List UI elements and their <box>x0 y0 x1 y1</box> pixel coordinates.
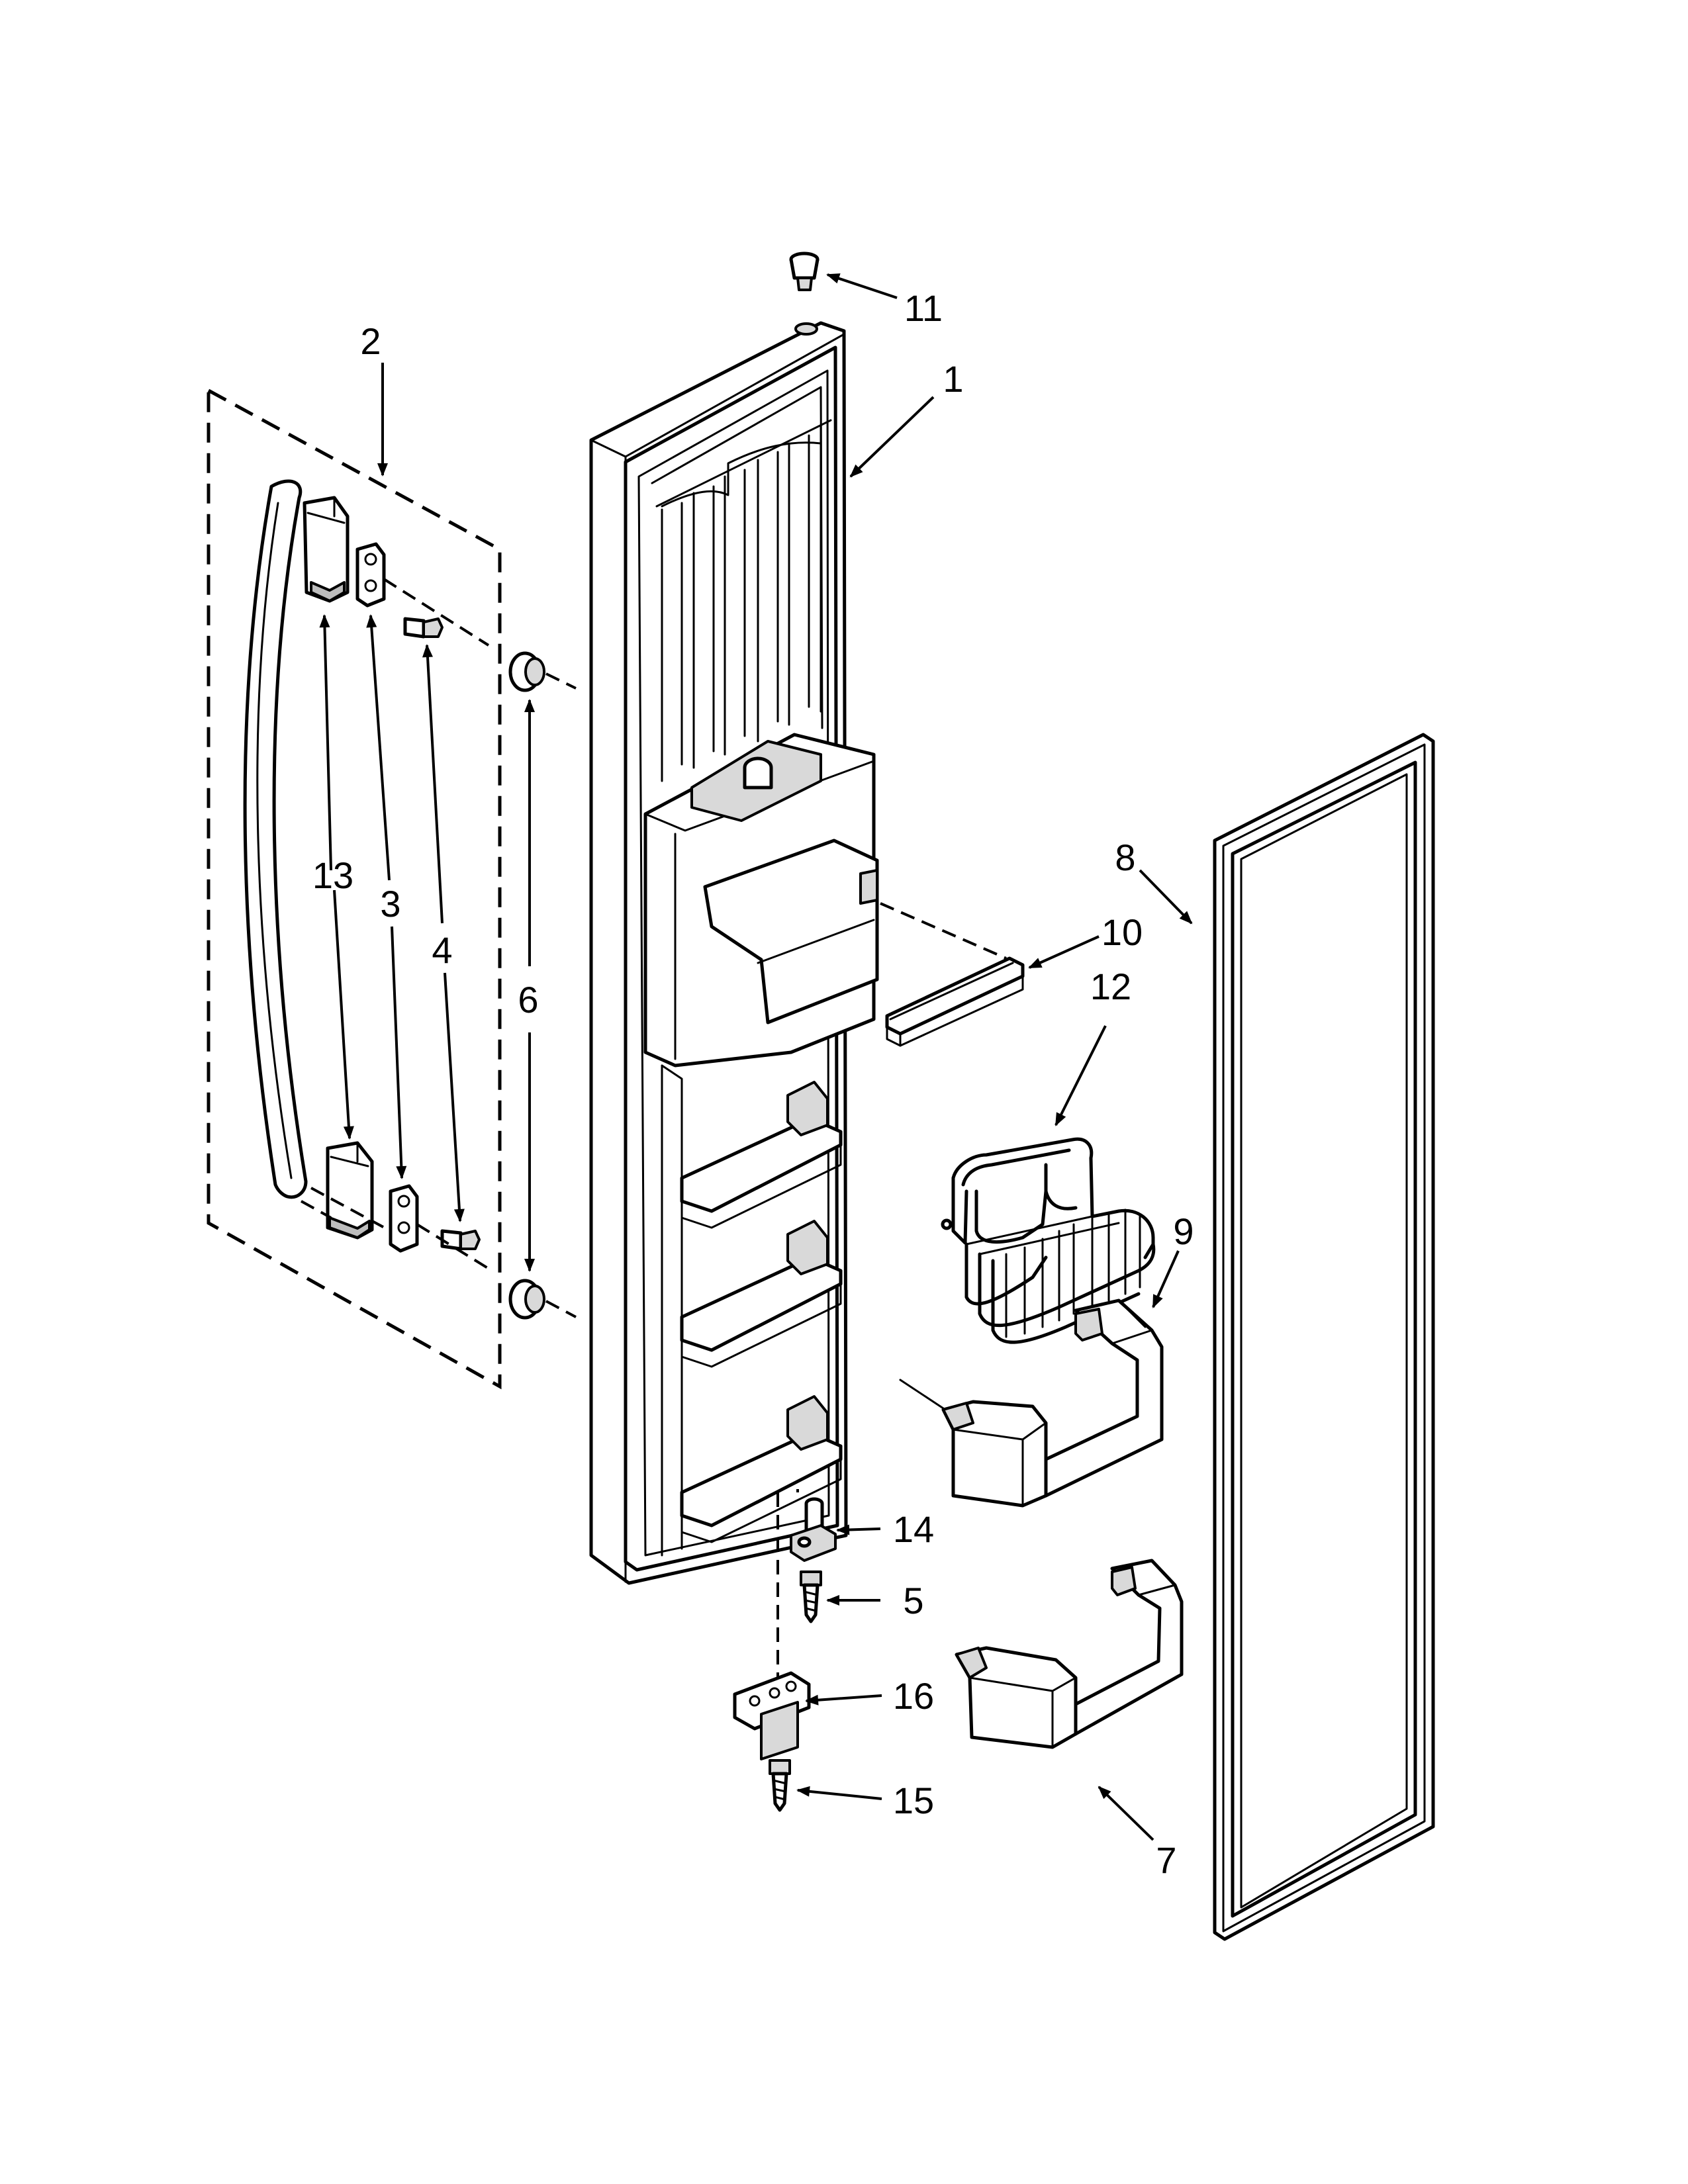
callout-3: 3 <box>380 883 400 925</box>
handle-end-cap-upper <box>303 496 350 603</box>
handle-clip-lower <box>389 1184 419 1253</box>
hinge-pin-part-14 <box>790 1497 837 1562</box>
hinge-bracket-part-16 <box>733 1671 811 1760</box>
door-bin-part-9 <box>899 1298 1164 1508</box>
leader-3a <box>366 614 391 881</box>
hinge-screw-part-15 <box>769 1759 791 1812</box>
callout-9: 9 <box>1173 1210 1194 1252</box>
door-plug-part-11 <box>789 251 820 336</box>
handle-screw-upper <box>403 617 444 639</box>
handle-end-cap-lower <box>326 1141 374 1240</box>
leader-11 <box>826 273 898 299</box>
door-handle-part-13 <box>243 479 308 1199</box>
door-gasket-part-8 <box>1213 733 1435 1941</box>
callout-13: 13 <box>312 854 353 896</box>
callout-6: 6 <box>518 979 538 1021</box>
leader-16 <box>805 1694 882 1706</box>
leader-13b <box>333 889 354 1140</box>
wire-basket-part-12 <box>941 1137 1156 1344</box>
callout-11: 11 <box>904 287 943 329</box>
leader-14 <box>836 1524 881 1535</box>
handle-assembly-dashed-boundary <box>207 387 502 1390</box>
hinge-cap-upper <box>508 651 577 692</box>
callout-2: 2 <box>360 320 381 362</box>
callout-14: 14 <box>893 1508 934 1550</box>
leader-7 <box>1098 1786 1154 1841</box>
leader-13 <box>319 614 332 871</box>
trim-strip-part-10 <box>880 902 1025 1047</box>
refrigerator-door-part-1 <box>589 321 879 1585</box>
hinge-cap-lower <box>508 1279 577 1320</box>
leader-9 <box>1152 1250 1180 1308</box>
callout-15: 15 <box>893 1780 934 1821</box>
leader-4b <box>444 972 465 1222</box>
handle-assembly-group <box>207 387 502 1390</box>
callout-10: 10 <box>1102 911 1143 953</box>
callout-4: 4 <box>432 929 452 971</box>
callout-8: 8 <box>1115 837 1135 878</box>
door-bin-part-7 <box>955 1559 1184 1749</box>
callout-7: 7 <box>1156 1839 1176 1881</box>
callout-5: 5 <box>903 1580 923 1621</box>
hinge-screw-part-5 <box>800 1570 822 1623</box>
handle-screw-lower <box>440 1229 481 1251</box>
handle-clip-upper <box>355 542 386 608</box>
leader-15 <box>796 1786 882 1800</box>
callout-1: 1 <box>943 358 963 400</box>
leader-10 <box>1028 935 1100 969</box>
leader-8 <box>1139 869 1193 925</box>
leader-1 <box>849 396 935 478</box>
callout-12: 12 <box>1090 966 1131 1007</box>
leader-12 <box>1055 1025 1107 1126</box>
callout-16: 16 <box>893 1675 934 1717</box>
hinge-axis-dashed <box>776 1489 799 1694</box>
leader-3b <box>391 926 407 1179</box>
leader-4a <box>422 644 444 924</box>
